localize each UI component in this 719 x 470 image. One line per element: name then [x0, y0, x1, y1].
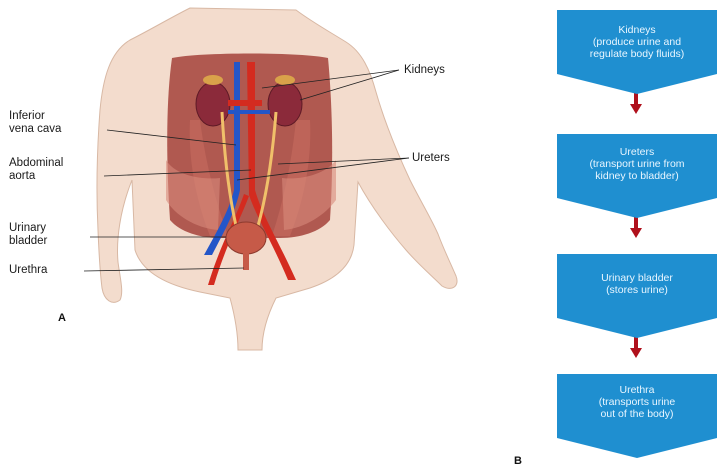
- urethra-duct: [243, 252, 249, 270]
- label-bladder-line1: Urinary: [9, 222, 47, 235]
- step-title: Urinary bladder: [561, 272, 713, 284]
- kidney-right: [268, 82, 302, 126]
- flow-step-urinary-bladder: Urinary bladder (stores urine): [557, 254, 717, 338]
- step-desc-1: (transport urine from: [561, 158, 713, 170]
- renal-vessels: [228, 100, 262, 106]
- flow-step-ureters: Ureters (transport urine from kidney to …: [557, 134, 717, 218]
- label-inferior-vena-cava: Inferior vena cava: [9, 110, 61, 136]
- step-title: Urethra: [561, 384, 713, 396]
- step-desc-1: (transports urine: [561, 396, 713, 408]
- step-desc-1: (produce urine and: [561, 36, 713, 48]
- label-ivc-line1: Inferior: [9, 110, 61, 123]
- kidney-left: [196, 82, 230, 126]
- step-desc-2: regulate body fluids): [561, 48, 713, 60]
- label-bladder-line2: bladder: [9, 235, 47, 248]
- label-aorta-line1: Abdominal: [9, 157, 63, 170]
- panel-letter-b: B: [514, 455, 522, 467]
- step-title: Kidneys: [561, 24, 713, 36]
- label-ivc-line2: vena cava: [9, 123, 61, 136]
- label-abdominal-aorta: Abdominal aorta: [9, 157, 63, 183]
- label-urinary-bladder: Urinary bladder: [9, 222, 47, 248]
- panel-letter-a: A: [58, 312, 66, 324]
- step-desc-2: kidney to bladder): [561, 170, 713, 182]
- flow-box-shape: [557, 254, 717, 338]
- step-desc-2: out of the body): [561, 408, 713, 420]
- adrenal-left: [203, 75, 223, 85]
- label-ureters: Ureters: [412, 152, 450, 165]
- flow-step-kidneys: Kidneys (produce urine and regulate body…: [557, 10, 717, 94]
- step-desc-1: (stores urine): [561, 284, 713, 296]
- label-kidneys: Kidneys: [404, 64, 445, 77]
- renal-veins: [228, 110, 270, 114]
- flow-step-urethra: Urethra (transports urine out of the bod…: [557, 374, 717, 458]
- label-urethra: Urethra: [9, 264, 47, 277]
- urinary-bladder: [226, 222, 266, 254]
- adrenal-right: [275, 75, 295, 85]
- step-title: Ureters: [561, 146, 713, 158]
- label-aorta-line2: aorta: [9, 170, 63, 183]
